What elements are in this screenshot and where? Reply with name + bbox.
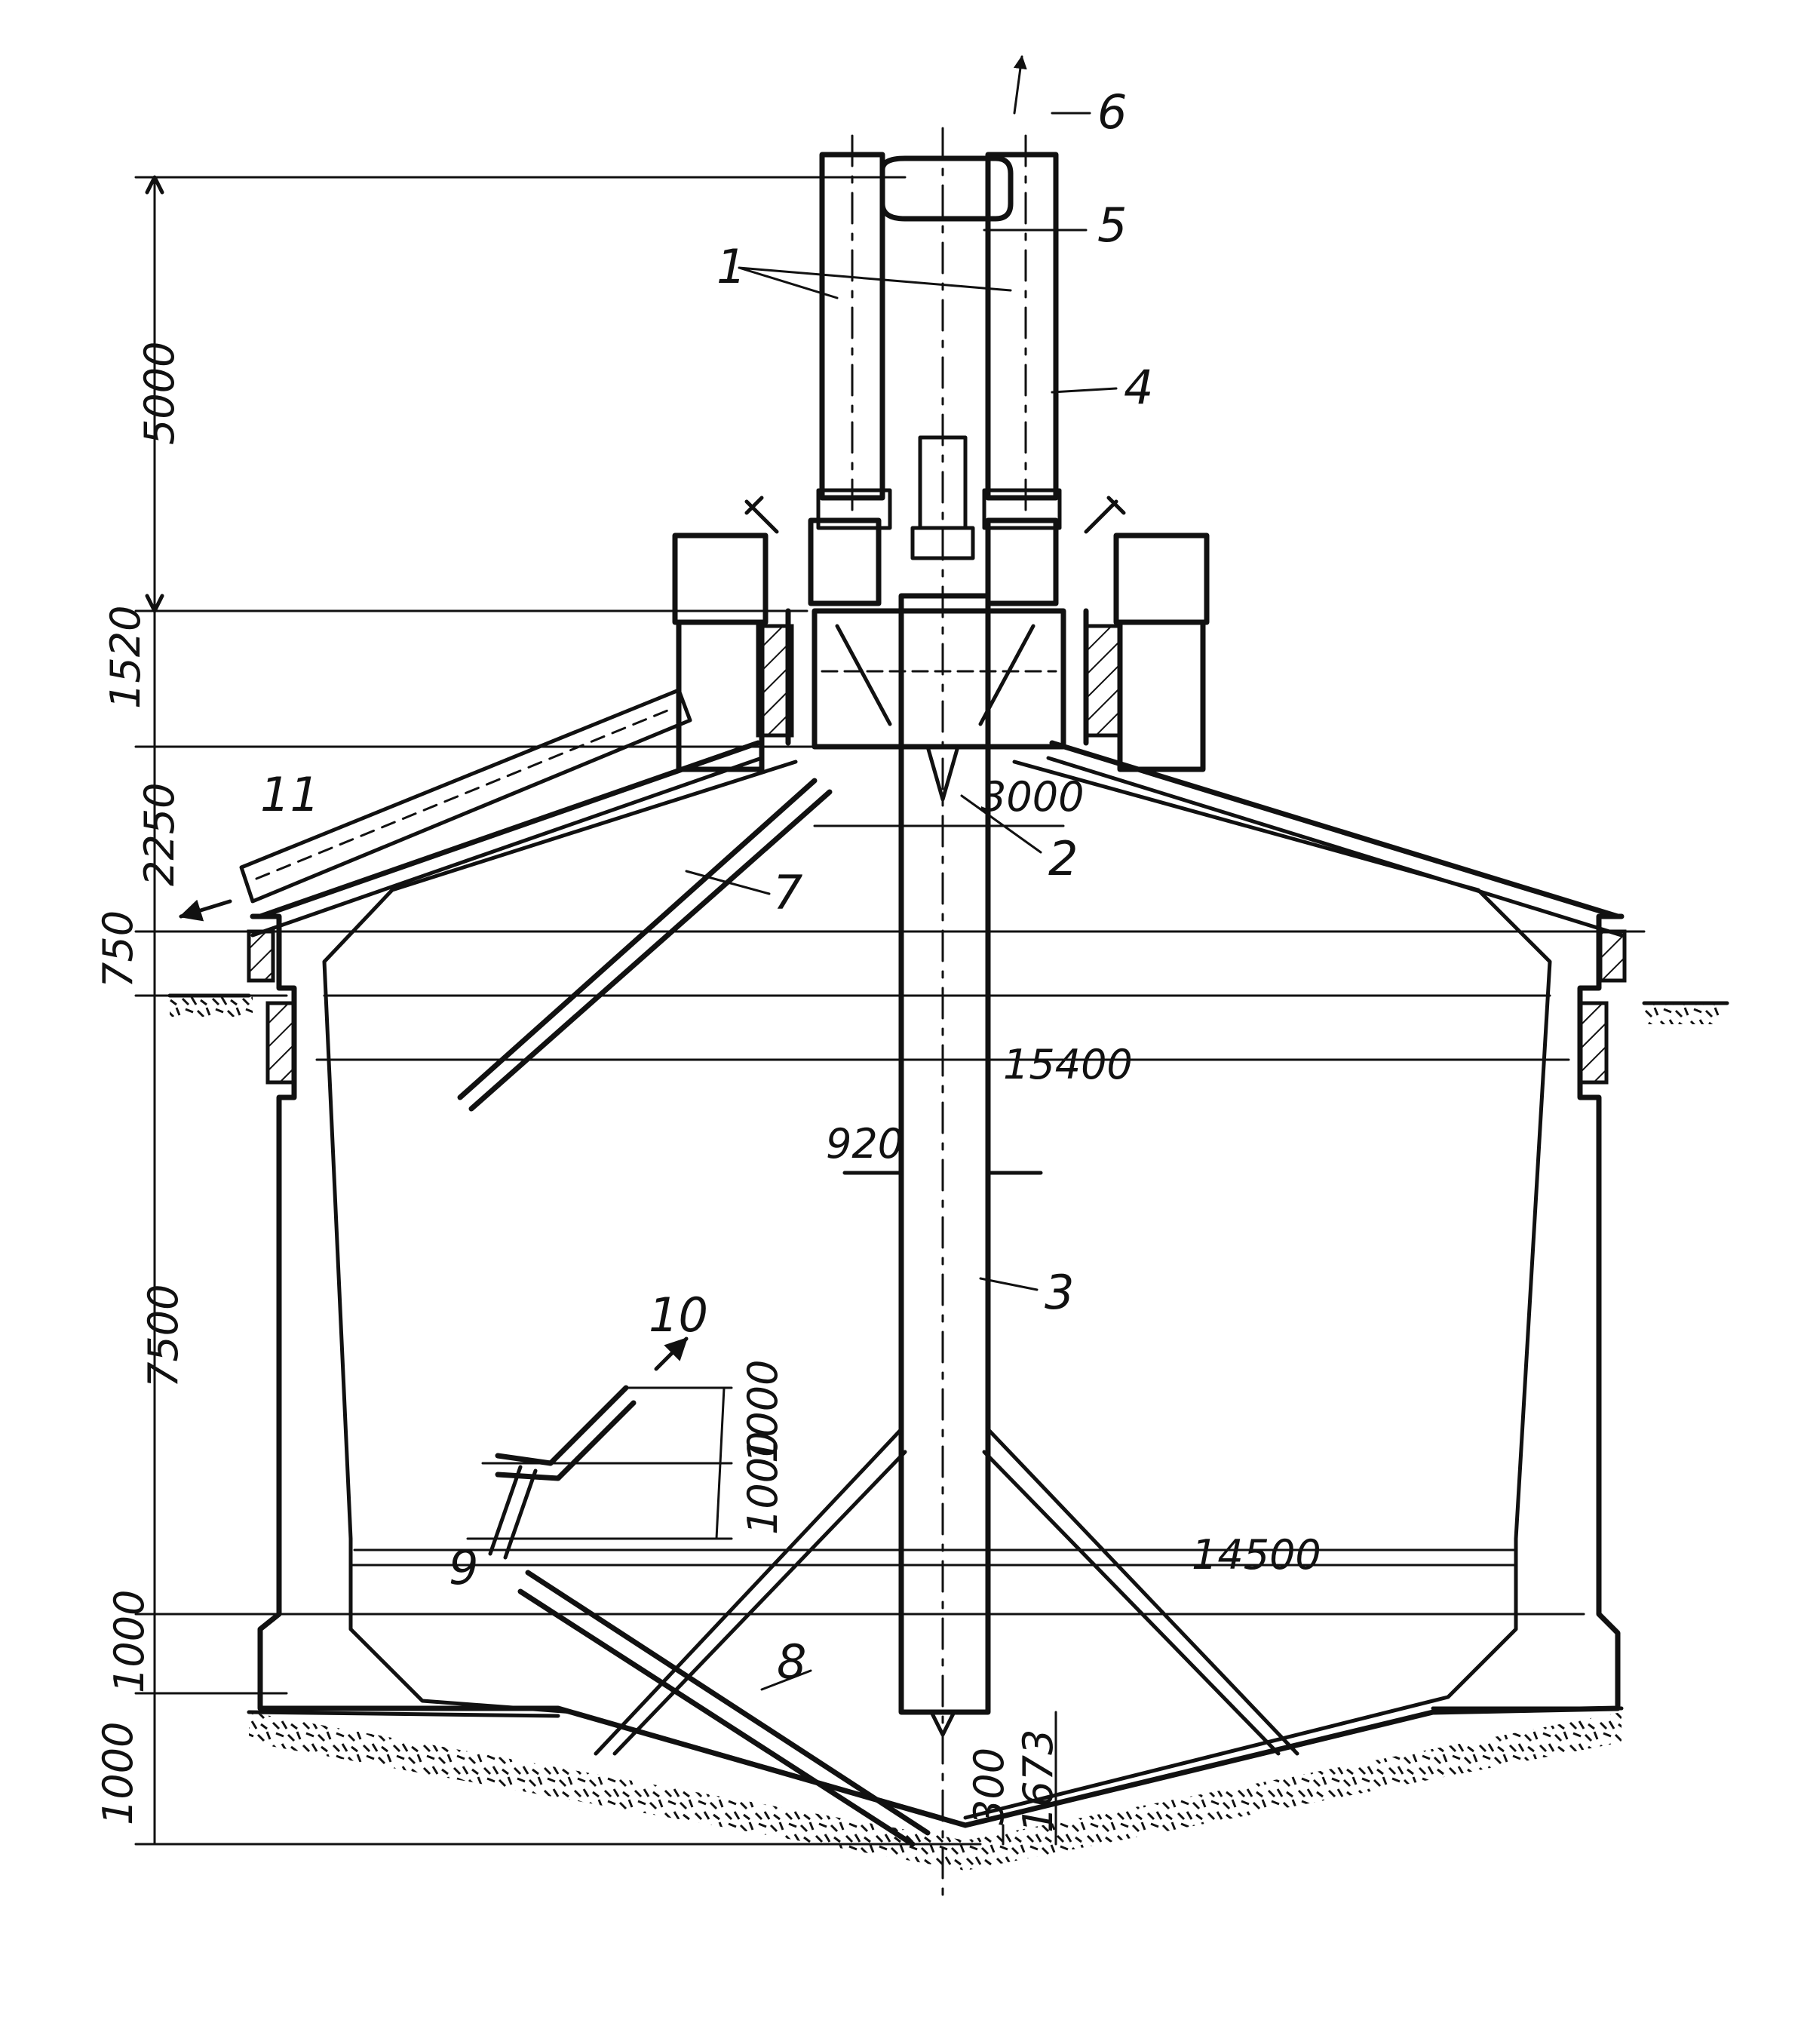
callout-11: 11 (260, 767, 320, 822)
dimension-920: 920 (826, 1120, 904, 1168)
internal-dimension-lines (315, 824, 1570, 1846)
callout-7: 7 (773, 865, 802, 920)
dimension-14500: 14500 (1192, 1531, 1321, 1579)
dimension-7500: 7500 (140, 1284, 187, 1388)
dimension-5000: 5000 (136, 342, 183, 445)
callout-3: 3 (1045, 1265, 1074, 1320)
dimension-1000-side: 1000 (106, 1590, 153, 1693)
ground-surface (167, 993, 1729, 1871)
dimension-15400: 15400 (1003, 1041, 1133, 1088)
callout-9: 9 (449, 1540, 478, 1595)
outer-tank-shell (247, 740, 1627, 1828)
dimension-750: 750 (94, 910, 142, 988)
dimension-300: 300 (965, 1748, 1013, 1825)
callout-8: 8 (777, 1634, 806, 1690)
vertical-dimension-chain (134, 175, 1646, 1846)
central-shaft-3 (898, 127, 991, 1902)
dimension-1000-bottom: 1000 (94, 1722, 142, 1825)
dimension-1520: 1520 (102, 606, 149, 709)
callout-5: 5 (1097, 198, 1127, 253)
dimension-3000: 3000 (980, 773, 1084, 821)
callout-4: 4 (1124, 360, 1153, 415)
support-struts (594, 1427, 1299, 1756)
top-housing (672, 496, 1210, 772)
columns-1 (816, 134, 1062, 530)
dimension-2250: 2250 (136, 783, 183, 886)
callout-10: 10 (649, 1287, 708, 1343)
dimension-1000-lower: 1000 (739, 1432, 787, 1535)
callout-2: 2 (1048, 831, 1078, 886)
dimension-1673: 1673 (1014, 1729, 1062, 1833)
dimension-1000-upper: 1000 (739, 1360, 787, 1463)
leader-lines (685, 55, 1118, 1691)
callout-1: 1 (716, 239, 746, 294)
callout-6: 6 (1097, 84, 1127, 140)
inner-vessel (322, 760, 1552, 1820)
pipes (457, 778, 931, 1847)
roof-conduit-11 (179, 688, 692, 922)
